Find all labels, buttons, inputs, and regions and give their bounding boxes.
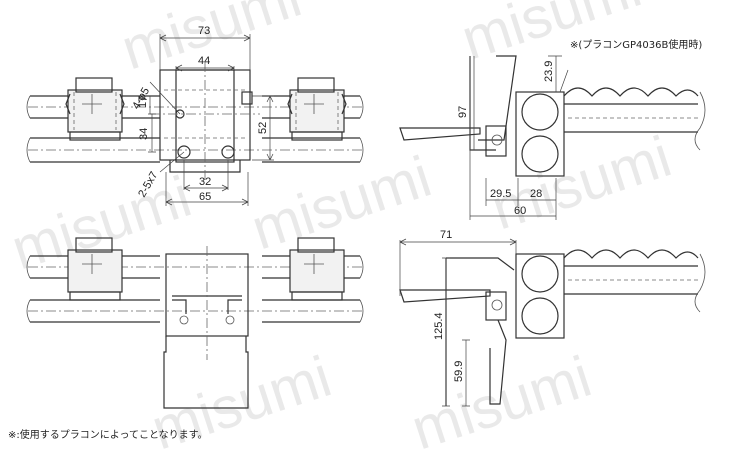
dim-44: 44 — [198, 55, 210, 67]
roller-lower — [521, 135, 559, 173]
side-arm — [478, 55, 517, 141]
footnote: ※:使用するプラコンによってことなります。 — [8, 428, 208, 441]
roller-housing — [515, 91, 565, 177]
side-bracket-tab — [399, 127, 481, 141]
dim-125-4: 125.4 — [433, 312, 445, 340]
dim-line-52 — [252, 95, 274, 161]
dim-28: 28 — [530, 188, 542, 200]
side-view-lower: 71 125.4 59.9 — [399, 229, 706, 407]
break-line-lower — [694, 253, 706, 313]
rail-ends-lower — [26, 255, 364, 323]
conveyor-wave — [563, 87, 699, 97]
note-leader — [559, 69, 569, 93]
dim-59-9: 59.9 — [453, 361, 465, 382]
lower-conveyor-wave — [563, 249, 699, 259]
dim-60: 60 — [514, 205, 526, 217]
watermark-6: misumi — [144, 344, 339, 463]
conveyor-rails — [564, 103, 698, 133]
dim-71: 71 — [440, 229, 452, 241]
side-mount-block — [485, 125, 507, 157]
dim-line-32 — [183, 160, 229, 192]
dim-line-23-9 — [548, 55, 562, 93]
dim-line-60 — [469, 150, 557, 220]
lower-conveyor-rails — [564, 265, 698, 295]
watermark-7: misumi — [404, 344, 599, 463]
lower-mount-plate — [163, 336, 249, 409]
dim-23-9: 23.9 — [543, 61, 555, 82]
dim-line-59-9 — [462, 339, 470, 407]
watermark-5: misumi — [484, 124, 679, 243]
lower-roller-housing — [515, 253, 565, 339]
break-line-top — [694, 91, 706, 151]
center-bracket-top — [150, 62, 260, 180]
dim-line-44 — [175, 64, 235, 72]
slot-lower-right — [221, 145, 235, 159]
slot-lower-left — [177, 145, 191, 159]
dim-line-29-5-28 — [485, 178, 557, 206]
clamp-left-lower — [67, 237, 123, 301]
top-view: 73 44 4-φ5 17 34 52 2-5x7 32 65 — [26, 25, 364, 206]
dim-line-97 — [469, 56, 475, 150]
clamp-right — [287, 77, 347, 141]
center-bracket-lower — [163, 246, 249, 409]
dim-line-71 — [399, 238, 517, 296]
dim-17: 17 — [137, 96, 149, 108]
leader-4phi5 — [149, 81, 181, 115]
lower-bracket-tab — [399, 289, 491, 303]
dim-73: 73 — [198, 25, 210, 37]
rail-ends — [26, 95, 364, 163]
dim-32: 32 — [199, 176, 211, 188]
dim-65: 65 — [199, 191, 211, 203]
dim-29-5: 29.5 — [490, 188, 511, 200]
roller-upper — [521, 93, 559, 131]
side-view-top: 23.9 97 29.5 28 60 ※(プラコンGP4036B使用時) — [399, 38, 706, 220]
leader-2-5x7 — [159, 151, 185, 173]
dim-line-125-4 — [442, 257, 450, 407]
watermark-layer: misumi misumi misumi misumi misumi misum… — [4, 0, 679, 462]
dim-52: 52 — [257, 122, 269, 134]
front-view-lower — [26, 237, 364, 409]
dim-line-73 — [159, 34, 251, 70]
dim-34: 34 — [138, 128, 150, 140]
note-gp4036b: ※(プラコンGP4036B使用時) — [570, 38, 702, 51]
lower-mount-block — [485, 291, 507, 321]
clamp-left — [65, 77, 125, 141]
dim-line-34 — [148, 113, 156, 153]
dim-line-65 — [165, 172, 249, 206]
dim-97: 97 — [457, 106, 469, 118]
lower-roller-upper — [521, 255, 559, 293]
clamp-right-lower — [289, 237, 345, 301]
lower-roller-lower — [521, 297, 559, 335]
lower-leg — [489, 319, 507, 405]
